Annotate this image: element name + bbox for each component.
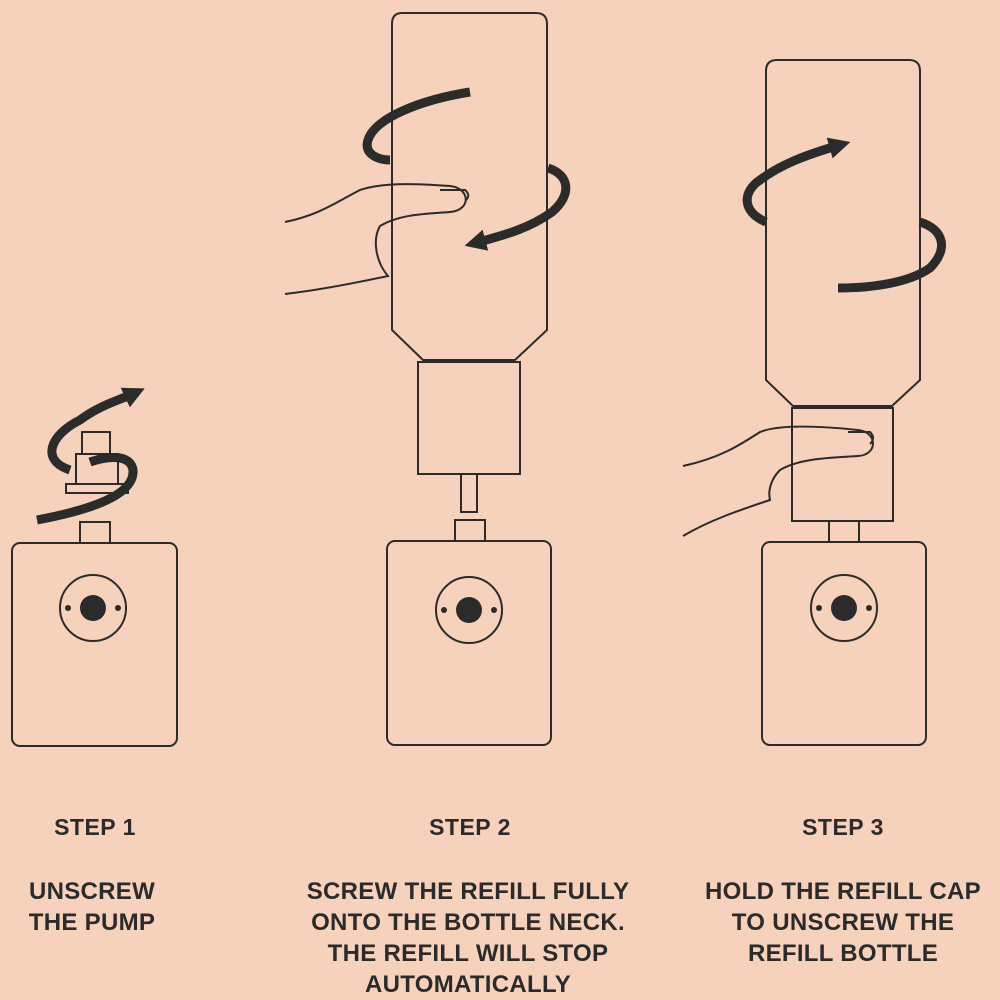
step1-bottle (11, 521, 178, 747)
step3-title: STEP 3 (802, 814, 884, 840)
step3-description: HOLD THE REFILL CAP TO UNSCREW THE REFIL… (705, 878, 981, 967)
step3-rotation-arrow (742, 137, 946, 293)
step3-bottle (761, 520, 927, 746)
step1-rotation-arrow (36, 387, 145, 525)
step1-illustration (11, 387, 178, 747)
step1-title: STEP 1 (54, 814, 136, 840)
step2-refill-bottle (391, 12, 548, 513)
step2-title: STEP 2 (429, 814, 511, 840)
step3-hand (682, 425, 874, 537)
step2-hand (284, 183, 470, 295)
step3-illustration (682, 59, 946, 746)
step2-rotation-arrow (362, 87, 571, 251)
step2-illustration (284, 12, 571, 746)
step2-bottle (386, 519, 552, 746)
step1-description: UNSCREW THE PUMP (28, 878, 156, 936)
step2-description: SCREW THE REFILL FULLY ONTO THE BOTTLE N… (306, 878, 630, 998)
